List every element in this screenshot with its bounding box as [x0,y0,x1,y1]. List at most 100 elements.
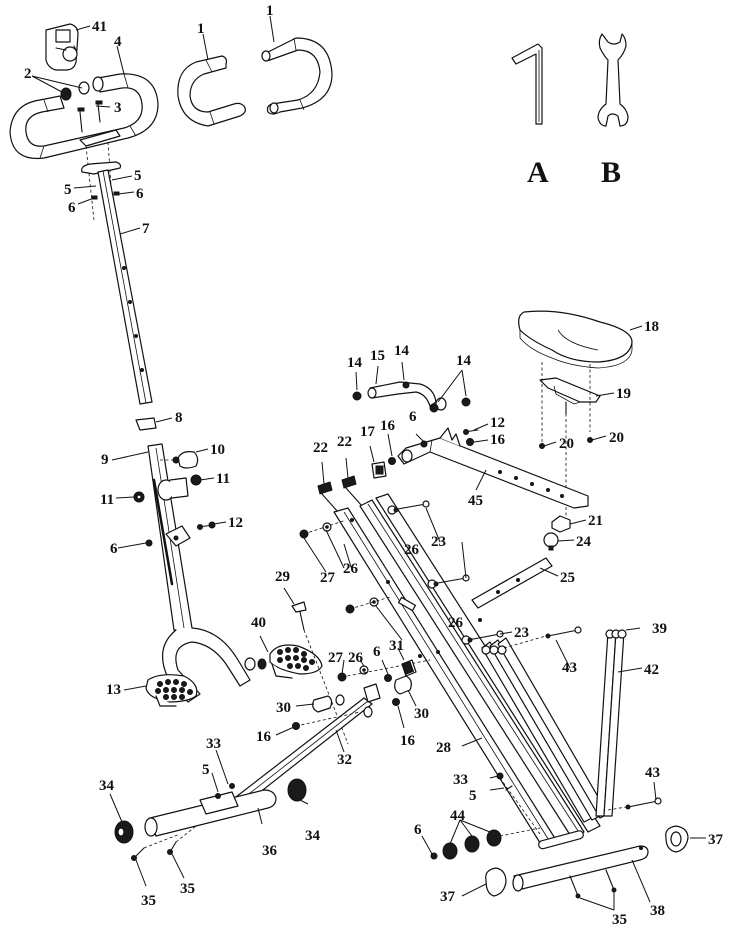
callout-25: 25 [560,570,575,586]
bushing-14a [352,391,362,401]
callout-16c: 16 [256,729,272,745]
bolts-43 [503,626,662,811]
bushings-30 [312,675,412,718]
callout-18: 18 [644,319,659,335]
callout-12a: 12 [228,515,243,531]
callout-40: 40 [251,615,266,631]
knob-24 [543,532,559,551]
leader-lines [31,15,706,911]
callout-44: 44 [450,808,466,824]
callout-13: 13 [106,682,121,698]
callout-16b: 16 [490,432,506,448]
callout-37b: 37 [708,832,724,848]
callout-33b: 33 [453,772,468,788]
callout-28: 28 [436,740,451,756]
nut-16d [392,698,400,706]
callout-2: 2 [24,66,32,82]
callout-12b: 12 [490,415,505,431]
callout-35b: 35 [180,881,195,897]
callout-35c: 35 [612,912,627,928]
console-computer [45,23,79,71]
tool-label-a: A [527,156,549,189]
callout-11a: 11 [216,471,230,487]
bolt-12 [197,521,216,530]
callout-4: 4 [114,34,122,50]
callout-33a: 33 [206,736,221,752]
callout-16d: 16 [400,733,416,749]
callout-26b: 26 [343,561,359,577]
callout-29: 29 [275,569,290,585]
callout-11b: 11 [100,492,114,508]
bolts-23 [387,500,504,645]
wheels-44 [430,827,541,860]
callout-31: 31 [389,638,404,654]
callout-14a: 14 [347,355,363,371]
knob-10 [160,451,199,469]
callout-35a: 35 [141,893,156,909]
callout-23a: 23 [431,534,446,550]
nut-6e [384,674,392,682]
callout-27b: 27 [328,650,344,666]
callout-16a: 16 [380,418,396,434]
allen-key-icon [511,43,543,125]
nut-6c [145,539,153,547]
callout-15: 15 [370,348,385,364]
bushing-14b [402,381,410,389]
callout-39: 39 [652,621,667,637]
open-wrench-icon [597,33,629,127]
front-upright-9 [147,443,251,703]
callout-8: 8 [175,410,183,426]
pedal-13 [145,674,198,707]
callout-30a: 30 [276,700,291,716]
callout-30b: 30 [414,706,429,722]
pedal-40 [244,644,323,679]
callout-34a: 34 [99,778,115,794]
dash-line [499,777,541,835]
callout-20a: 20 [559,436,574,452]
screw-20b [587,437,593,443]
callout-6b: 6 [68,200,76,216]
bolts-35c [569,869,617,899]
callout-45: 45 [468,493,483,509]
callout-6a: 6 [136,186,144,202]
seat-18 [518,310,633,369]
callout-3: 3 [114,100,122,116]
seat-post-45 [397,427,589,509]
callout-7: 7 [142,221,150,237]
callout-6c: 6 [110,541,118,557]
callout-5d: 5 [469,788,477,804]
washer-5d [505,785,513,791]
callout-5a: 5 [134,168,142,184]
handlebar-frame [9,73,159,160]
callout-27a: 27 [320,570,336,586]
callout-26c: 26 [448,615,464,631]
bolts-35 [131,825,197,861]
nut-11 [133,474,202,503]
callout-26d: 26 [348,650,364,666]
callout-6e: 6 [373,644,381,660]
caps-34 [114,778,307,844]
bushing-14c [429,403,439,413]
tool-label-b: B [601,156,621,189]
callout-34b: 34 [305,828,321,844]
callout-43a: 43 [562,660,577,676]
callout-17: 17 [360,424,376,440]
callout-6d: 6 [409,409,417,425]
handlebar-post-7 [81,141,153,405]
end-caps [60,76,104,101]
bracket-25 [471,557,553,609]
callout-42: 42 [644,662,659,678]
nut-6d [420,440,428,448]
callout-37a: 37 [440,889,456,905]
callout-41: 41 [92,19,107,35]
clip-22 [317,475,357,495]
front-stabilizer-36 [144,783,277,837]
nut-16a [466,438,474,446]
callout-38: 38 [650,903,665,919]
callout-1a: 1 [197,21,205,37]
callout-9: 9 [101,452,109,468]
screw-20a [539,443,545,449]
callout-5b: 5 [64,182,72,198]
callout-43b: 43 [645,765,660,781]
